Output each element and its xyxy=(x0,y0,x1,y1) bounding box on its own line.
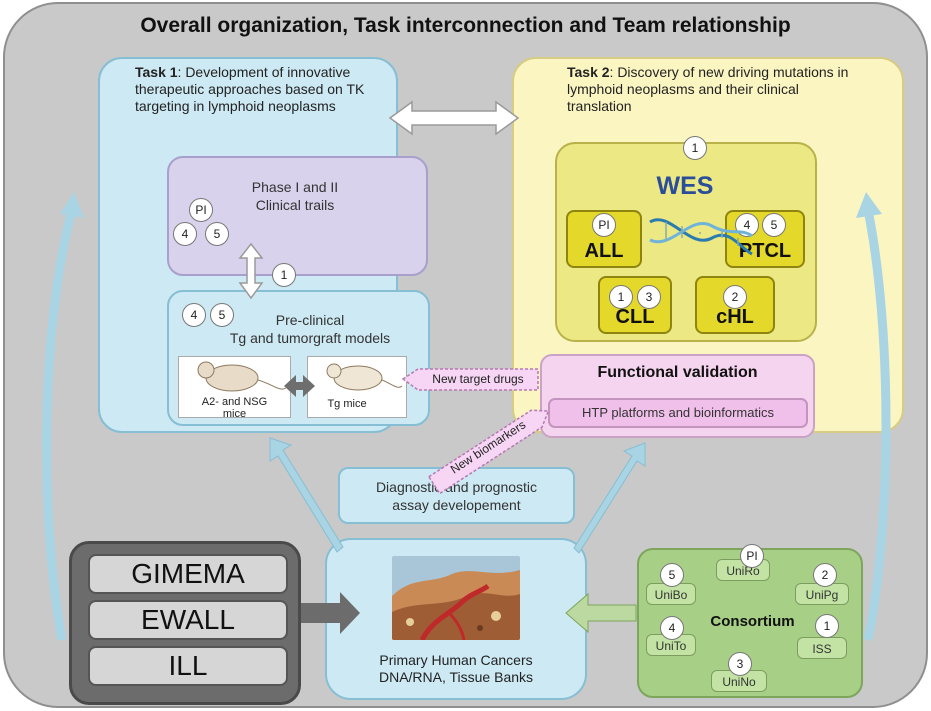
mice-double-arrow xyxy=(284,375,315,397)
phase-trials-label: Phase I and II Clinical trails xyxy=(220,178,370,214)
task1-description: Task 1: Development of innovative therap… xyxy=(135,64,395,115)
phase-badge-pi: PI xyxy=(189,198,213,222)
iss-badge: 1 xyxy=(815,614,839,638)
dna-helix-icon xyxy=(649,218,753,256)
task1-label: Task 1 xyxy=(135,64,178,80)
new-biomarkers-arrow xyxy=(427,409,550,495)
functional-validation-title: Functional validation xyxy=(597,364,758,381)
unibo-badge: 5 xyxy=(660,563,684,587)
task-link-arrow xyxy=(388,100,520,136)
phase-badge-5: 5 xyxy=(205,222,229,246)
chl-badge-2: 2 xyxy=(723,285,747,309)
right-curved-arrow xyxy=(856,192,891,641)
group-gimema: GIMEMA xyxy=(88,554,288,594)
preclinical-badge-4: 4 xyxy=(182,303,206,327)
task2-label: Task 2 xyxy=(567,64,610,80)
primary-line2: DNA/RNA, Tissue Banks xyxy=(378,669,534,685)
arrow-primary-to-task1 xyxy=(269,437,344,553)
mouse1-caption-line2: mice xyxy=(222,408,247,420)
primary-line1: Primary Human Cancers xyxy=(379,652,533,668)
mouse1-icon xyxy=(197,361,287,392)
mouse1-caption-line1: A2- and NSG xyxy=(201,396,268,408)
wes-title: WES xyxy=(656,172,714,200)
wes-group-cll: CLL xyxy=(598,276,672,334)
group-ewall: EWALL xyxy=(88,600,288,640)
phase-line2: Clinical trails xyxy=(255,197,335,213)
arrow-primary-to-task2 xyxy=(573,442,646,554)
left-curved-arrow xyxy=(42,192,84,641)
unit-unino: UniNo xyxy=(711,670,767,692)
preclinical-line1: Pre-clinical xyxy=(275,312,345,328)
htp-platforms-box: HTP platforms and bioinformatics xyxy=(548,398,808,428)
diagnostic-line2: assay developement xyxy=(392,497,521,513)
task2-description: Task 2: Discovery of new driving mutatio… xyxy=(567,64,867,115)
unit-unipg: UniPg xyxy=(795,583,849,605)
all-badge-pi: PI xyxy=(592,213,616,237)
task1-text: : Development of innovative therapeutic … xyxy=(135,64,365,114)
phase-line1: Phase I and II xyxy=(251,179,339,195)
unino-badge: 3 xyxy=(728,652,752,676)
tissue-image xyxy=(392,556,520,640)
wes-top-badge: 1 xyxy=(683,136,707,160)
unipg-badge: 2 xyxy=(813,563,837,587)
arrow-groups-to-primary xyxy=(301,592,360,634)
primary-cancers-label: Primary Human Cancers DNA/RNA, Tissue Ba… xyxy=(325,652,587,686)
consortium-title: Consortium xyxy=(710,613,795,630)
uniro-badge: PI xyxy=(740,544,764,568)
mouse2-caption: Tg mice xyxy=(327,398,367,410)
diagram-title: Overall organization, Task interconnecti… xyxy=(140,14,791,37)
ptcl-badge-5: 5 xyxy=(762,213,786,237)
preclinical-line2: Tg and tumorgraft models xyxy=(229,330,391,346)
new-target-drugs-arrow xyxy=(401,368,539,391)
cll-badge-3: 3 xyxy=(637,285,661,309)
preclinical-label: Pre-clinical Tg and tumorgraft models xyxy=(200,311,420,347)
arrow-consortium-to-primary xyxy=(565,592,637,634)
group-ill: ILL xyxy=(88,646,288,686)
phase-preclinical-arrow xyxy=(238,242,264,300)
diagnostic-line1: Diagnostic and prognostic xyxy=(375,479,538,495)
phase-badge-4: 4 xyxy=(173,222,197,246)
task2-text: : Discovery of new driving mutations in … xyxy=(567,64,849,114)
unit-iss: ISS xyxy=(797,637,847,659)
mouse1-caption: A2- and NSG mice xyxy=(178,396,291,420)
tissue-illustration xyxy=(392,556,520,640)
mouse2-icon xyxy=(326,363,403,391)
new-target-drugs-label: New target drugs xyxy=(432,372,524,386)
preclinical-badge-5: 5 xyxy=(210,303,234,327)
cll-badge-1: 1 xyxy=(609,285,633,309)
unito-badge: 4 xyxy=(660,616,684,640)
arrow-badge: 1 xyxy=(272,263,296,287)
